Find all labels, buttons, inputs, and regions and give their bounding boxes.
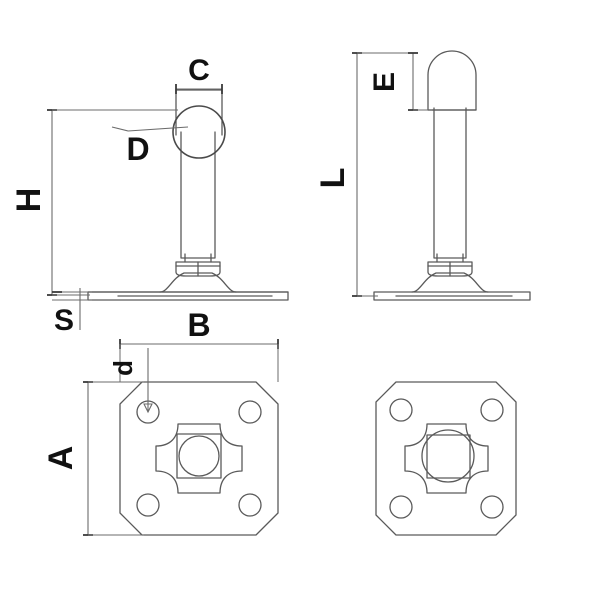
view-side-elevation-right: L E xyxy=(314,50,531,301)
dimension-d: d xyxy=(108,348,153,414)
dimension-label-L: L xyxy=(314,168,352,189)
dimension-label-B: B xyxy=(187,307,210,343)
dimension-H: H xyxy=(10,109,178,296)
stem-tube-front xyxy=(180,131,216,259)
dimension-A: A xyxy=(42,381,144,536)
plate-outline-plan-right xyxy=(375,381,517,536)
dimension-label-E: E xyxy=(368,72,401,92)
mounting-hole-bottom-left xyxy=(136,493,160,517)
dimension-label-H: H xyxy=(10,188,48,213)
dimension-label-A: A xyxy=(42,446,80,471)
center-circle-plan-left xyxy=(178,435,220,477)
mounting-hole-right-bottom-right xyxy=(480,495,504,519)
dimension-label-S: S xyxy=(54,304,74,337)
hex-nut-side xyxy=(427,261,473,277)
inner-square-plan-right xyxy=(426,434,471,479)
dimension-L: L xyxy=(314,52,415,297)
inner-square-plan-left xyxy=(176,433,222,479)
dimension-label-D: D xyxy=(126,131,149,167)
view-plan-right xyxy=(375,381,517,536)
dimension-D: D xyxy=(111,126,189,167)
dimension-label-C: C xyxy=(188,54,210,87)
mounting-hole-right-top-right xyxy=(480,398,504,422)
view-front-elevation-left: H C D S B xyxy=(10,54,289,382)
center-circle-plan-right xyxy=(421,429,475,483)
mounting-hole-bottom-right xyxy=(238,493,262,517)
mounting-hole-top-right xyxy=(238,400,262,424)
hex-nut-front xyxy=(175,261,221,277)
mounting-hole-right-bottom-left xyxy=(389,495,413,519)
swivel-ball-circle xyxy=(172,105,226,159)
plate-outline-plan-left xyxy=(119,381,279,536)
view-plan-left: A d xyxy=(42,348,279,536)
stem-cylinder-side xyxy=(433,107,467,259)
boss-outline-plan-left xyxy=(155,423,243,494)
dimension-S: S xyxy=(52,288,92,337)
dimension-C: C xyxy=(175,54,223,94)
dimension-E: E xyxy=(368,52,432,111)
dimension-B: B xyxy=(119,307,279,382)
boss-outline-plan-right xyxy=(404,423,489,494)
dome-cap-side xyxy=(427,50,477,111)
dimension-label-d: d xyxy=(108,360,138,376)
mounting-hole-right-top-left xyxy=(389,398,413,422)
